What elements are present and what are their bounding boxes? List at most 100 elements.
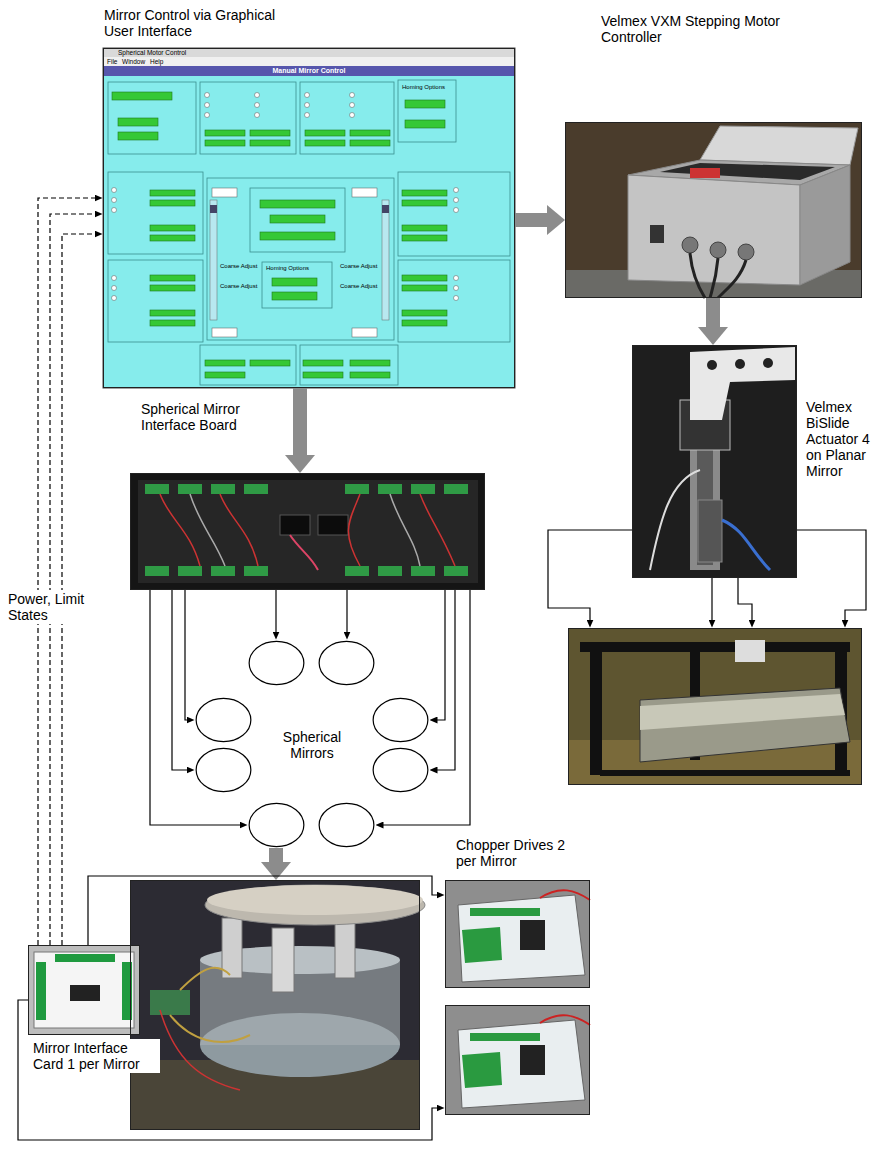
menu-item: Window [122, 57, 152, 66]
controller-photo-part [660, 163, 835, 180]
gui-screenshot-art-part [103, 48, 515, 388]
chopper-drive-photo: Chopper Drives 2 per Mirror [445, 880, 590, 988]
thin-connector [437, 590, 455, 770]
gui-screenshot-art-part-part [150, 285, 195, 291]
signal-label: Power, Limit States [6, 590, 102, 624]
thin-connector [738, 578, 752, 620]
spherical-mirror [248, 802, 305, 848]
gui-screenshot-art-part-part [303, 360, 343, 366]
gui-screenshot-art-part-part [250, 188, 345, 252]
gui-screenshot-art-part-part [150, 225, 195, 231]
mirror-outline [373, 698, 428, 741]
interface-board-photo-part-part [378, 484, 402, 494]
gui-screenshot-art-part-part [205, 360, 245, 366]
interface-board-photo-part-part [178, 566, 202, 576]
thin-connector [346, 590, 347, 632]
gui-screenshot-art-part-part [260, 232, 335, 240]
thin-connector [18, 1000, 437, 1140]
mirror-mount-photo-part [150, 990, 190, 1015]
mirror-outline [319, 803, 374, 846]
ellipse-outline [372, 747, 429, 793]
mirror-mount-photo [130, 880, 425, 1130]
gui-screenshot-art-part-part [250, 360, 290, 366]
interface-board-photo-part [280, 515, 310, 535]
chopper-drive-photo-part [470, 1033, 540, 1041]
thin-connector [548, 530, 632, 620]
thin-connector [437, 590, 445, 720]
gui-screenshot-art-part-part [272, 278, 317, 286]
mirror-mount-photo-part [335, 920, 355, 978]
gui-screenshot-art-part-part [207, 178, 394, 340]
gui-screenshot-art-part-part [255, 113, 260, 118]
gui-screenshot-art-part-part [398, 80, 456, 142]
gui-label: Coarse Adjust [220, 282, 265, 290]
interface-board-photo-part-part [378, 566, 402, 576]
gui-screenshot-art-part-part [112, 208, 117, 213]
interface-board-photo-part [145, 484, 468, 576]
gui-screenshot-art-part-part [118, 118, 158, 126]
interface-board-photo-part [130, 473, 485, 590]
interface-card-photo [28, 945, 140, 1035]
chopper-drive-photo [445, 1005, 590, 1115]
dash-connector [50, 214, 95, 945]
chopper-drive-photo-part [458, 895, 585, 982]
gui-screenshot-art-part [210, 200, 217, 320]
chopper-drive-photo-part [520, 1045, 545, 1075]
gui-screenshot-art-part-part [454, 296, 459, 301]
gui-screenshot-art-part-part [398, 260, 510, 342]
interface-card-photo-part [55, 954, 115, 962]
caption-text: Mirror Interface Card 1 per Mirror [31, 1039, 160, 1073]
chopper-drive-photo-part [520, 920, 545, 950]
gui-label: Homing Options [402, 83, 454, 91]
mirror-outline [196, 698, 251, 741]
gui-screenshot-art-part-part [250, 140, 290, 146]
gui-screenshot-art-part-part [454, 188, 459, 193]
gui-screenshot-art-part-part [405, 120, 445, 128]
interface-board-photo: Spherical Mirror Interface Board [130, 473, 485, 590]
interface-board-photo-part [290, 535, 318, 570]
planar-mirror-photo-part [590, 650, 602, 775]
chopper-drive-photo-part [445, 880, 590, 988]
actuator-photo-part [707, 360, 717, 370]
gui-screenshot-art-part-part [402, 310, 447, 316]
gui-screenshot-art-part-part [255, 103, 260, 108]
mirror-mount-photo-part [207, 885, 423, 915]
ellipse-outline [248, 802, 305, 848]
interface-board-photo-part [138, 480, 478, 583]
gui-screenshot-art-part-part [108, 82, 196, 154]
interface-board-photo-part-part [444, 566, 468, 576]
gui-screenshot-art-part-part [350, 103, 355, 108]
mirror-outline [249, 641, 304, 684]
gui-screenshot-art-part-part [205, 113, 210, 118]
gui-screenshot-art-part-part [205, 130, 245, 136]
gui-screenshot-art-part-part [402, 275, 447, 281]
interface-board-photo-part [190, 494, 420, 566]
gui-screenshot-art-part-part [212, 328, 237, 337]
gui-screenshot-art-part-part [402, 225, 447, 231]
gui-screenshot-art-part-part [200, 345, 296, 385]
gui-screenshot-art-part-part [402, 235, 447, 241]
controller-photo-part [710, 242, 726, 258]
gui-screenshot-art-part-part [454, 286, 459, 291]
actuator-photo-part [698, 500, 722, 562]
chopper-drive-photo-part [462, 927, 502, 963]
controller-photo-part [690, 168, 720, 178]
thin-connector [172, 590, 187, 770]
gui-screenshot-art-part-part [260, 200, 335, 208]
interface-board-photo-part-part [178, 484, 202, 494]
gui-screenshot-art-part-part [108, 260, 203, 342]
interface-board-photo-part-part [211, 484, 235, 494]
controller-photo-part [690, 253, 746, 298]
controller-photo-part [565, 122, 862, 298]
gui-screenshot-art-part-part [350, 130, 390, 136]
interface-board-photo-part-part [345, 566, 369, 576]
gui-screenshot-art-part [210, 205, 217, 213]
gui-screenshot-art-part-part [118, 132, 158, 140]
controller-photo [565, 122, 862, 298]
ellipse-outline [372, 697, 429, 743]
thin-connector [797, 530, 866, 620]
gui-screenshot-art-part-part [150, 200, 195, 206]
